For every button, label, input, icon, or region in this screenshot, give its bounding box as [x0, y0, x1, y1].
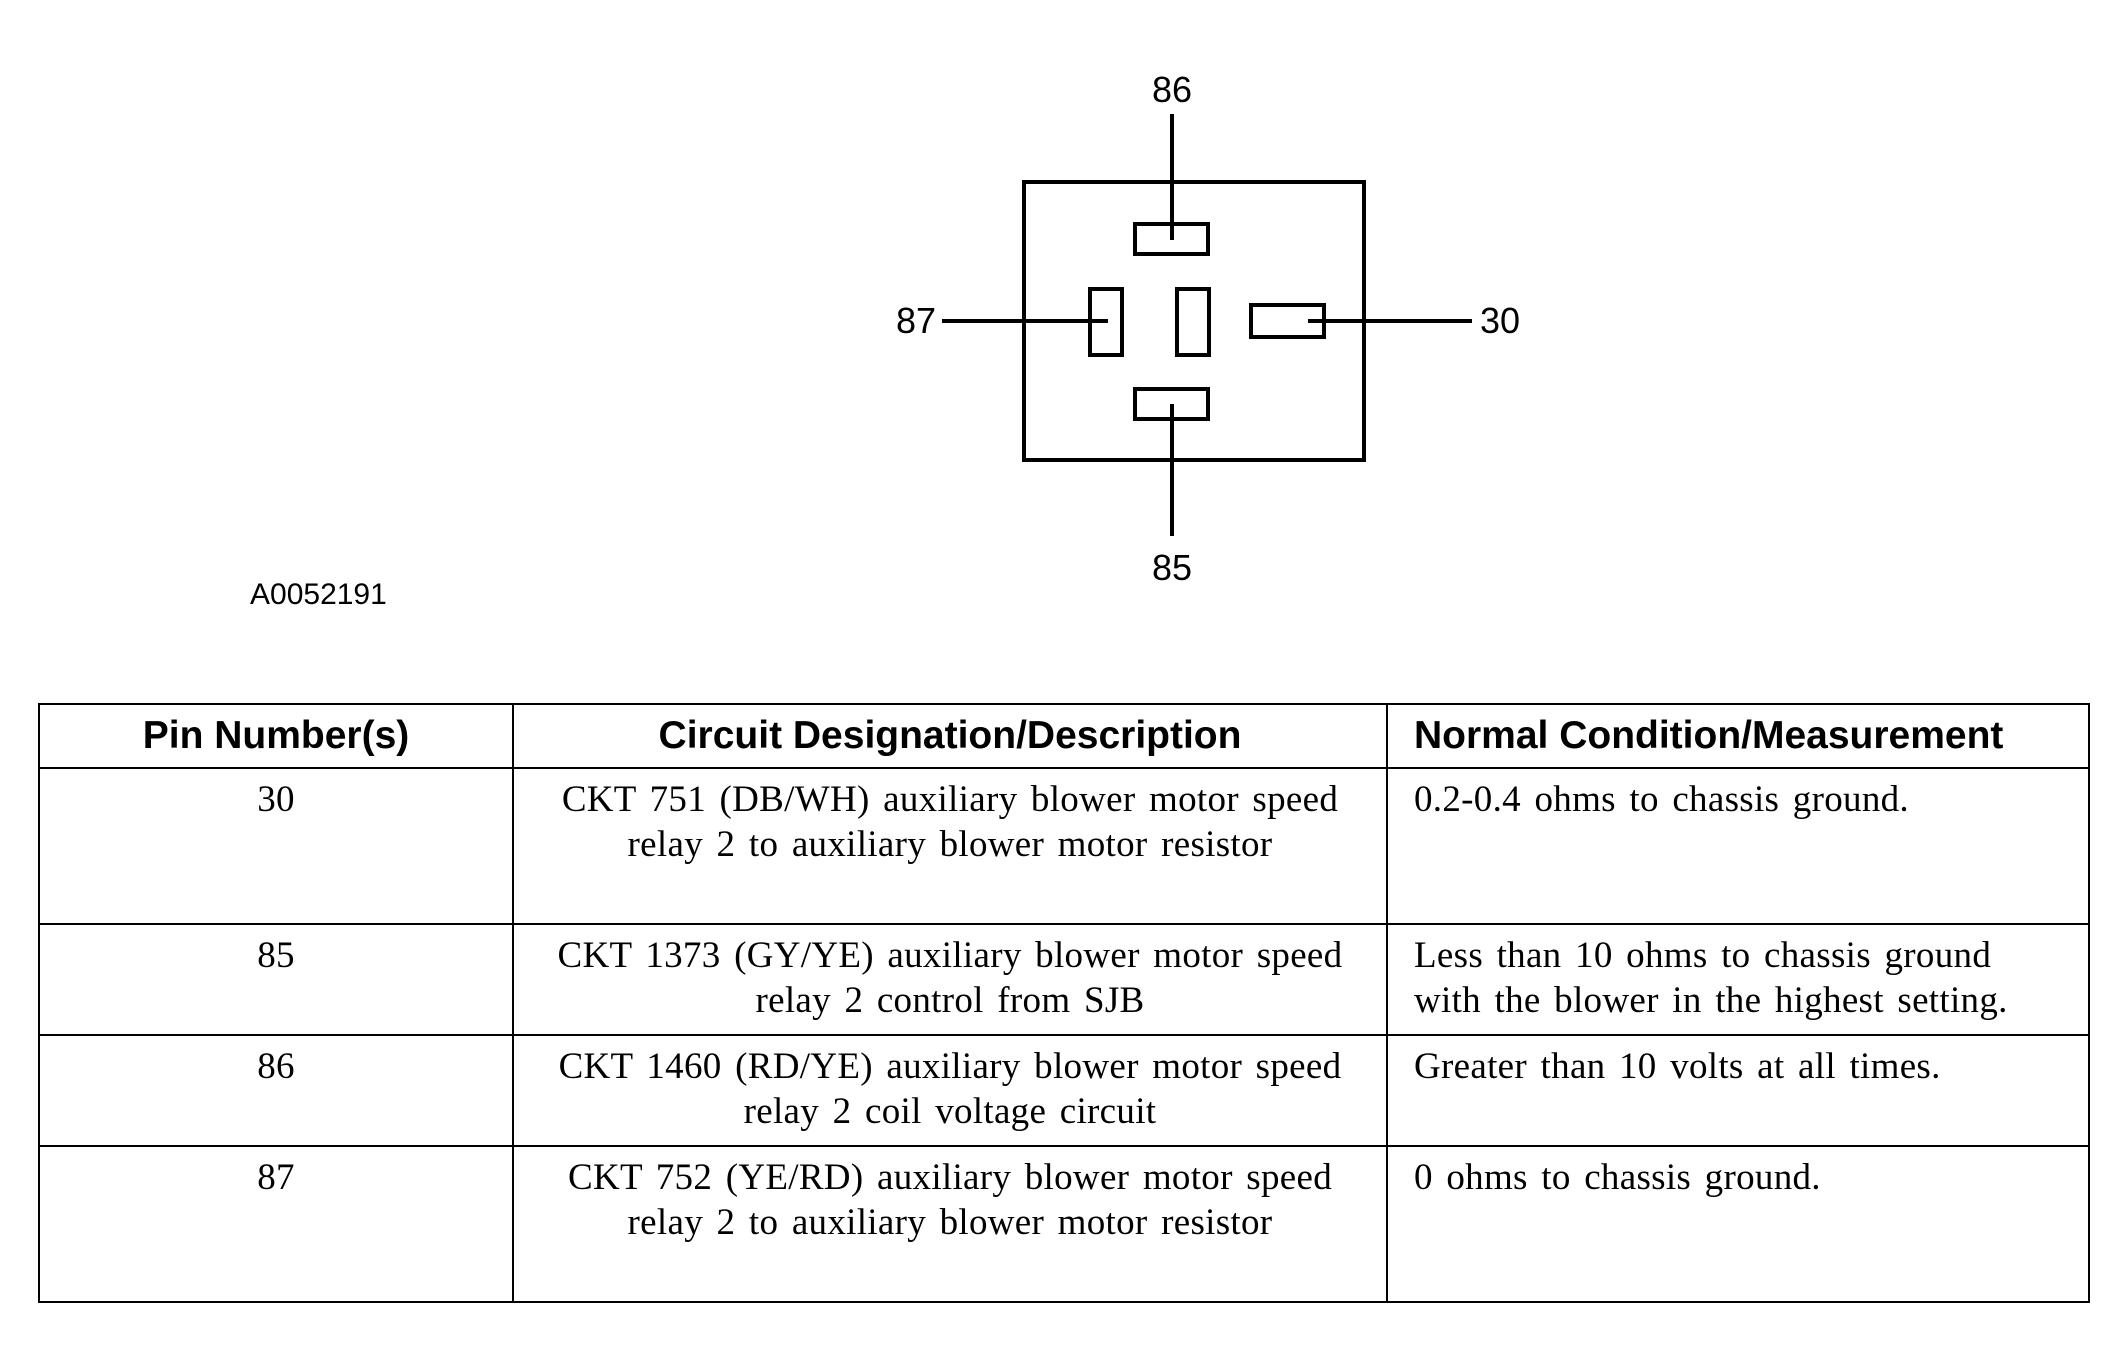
cell-pin: 85: [38, 923, 514, 1036]
cell-normal: 0 ohms to chassis ground.: [1386, 1145, 2090, 1303]
cell-normal: 0.2-0.4 ohms to chassis ground.: [1386, 767, 2090, 925]
header-pin-number: Pin Number(s): [38, 703, 514, 769]
table-row: 30 CKT 751 (DB/WH) auxiliary blower moto…: [38, 767, 2090, 925]
cell-circuit: CKT 1460 (RD/YE) auxiliary blower motor …: [512, 1034, 1388, 1147]
pin-label-85: 85: [1152, 547, 1192, 588]
cell-pin: 86: [38, 1034, 514, 1147]
cell-normal: Less than 10 ohms to chassis ground with…: [1386, 923, 2090, 1036]
cell-circuit: CKT 752 (YE/RD) auxiliary blower motor s…: [512, 1145, 1388, 1303]
pin-label-87: 87: [896, 300, 936, 341]
pin-label-86: 86: [1152, 69, 1192, 110]
table-row: 86 CKT 1460 (RD/YE) auxiliary blower mot…: [38, 1034, 2090, 1147]
table-row: 85 CKT 1373 (GY/YE) auxiliary blower mot…: [38, 923, 2090, 1036]
cell-circuit: CKT 751 (DB/WH) auxiliary blower motor s…: [512, 767, 1388, 925]
cell-pin: 30: [38, 767, 514, 925]
relay-connector-diagram: 86 87 30 85: [896, 69, 1520, 588]
table-row: 87 CKT 752 (YE/RD) auxiliary blower moto…: [38, 1145, 2090, 1303]
header-circuit-description: Circuit Designation/Description: [512, 703, 1388, 769]
header-normal-condition: Normal Condition/Measurement: [1386, 703, 2090, 769]
terminal-center: [1175, 287, 1211, 357]
table-header-row: Pin Number(s) Circuit Designation/Descri…: [38, 703, 2090, 769]
figure-id: A0052191: [250, 578, 387, 611]
cell-pin: 87: [38, 1145, 514, 1303]
pin-test-table: Pin Number(s) Circuit Designation/Descri…: [38, 703, 2090, 1303]
cell-circuit: CKT 1373 (GY/YE) auxiliary blower motor …: [512, 923, 1388, 1036]
cell-normal: Greater than 10 volts at all times.: [1386, 1034, 2090, 1147]
pin-label-30: 30: [1480, 300, 1520, 341]
